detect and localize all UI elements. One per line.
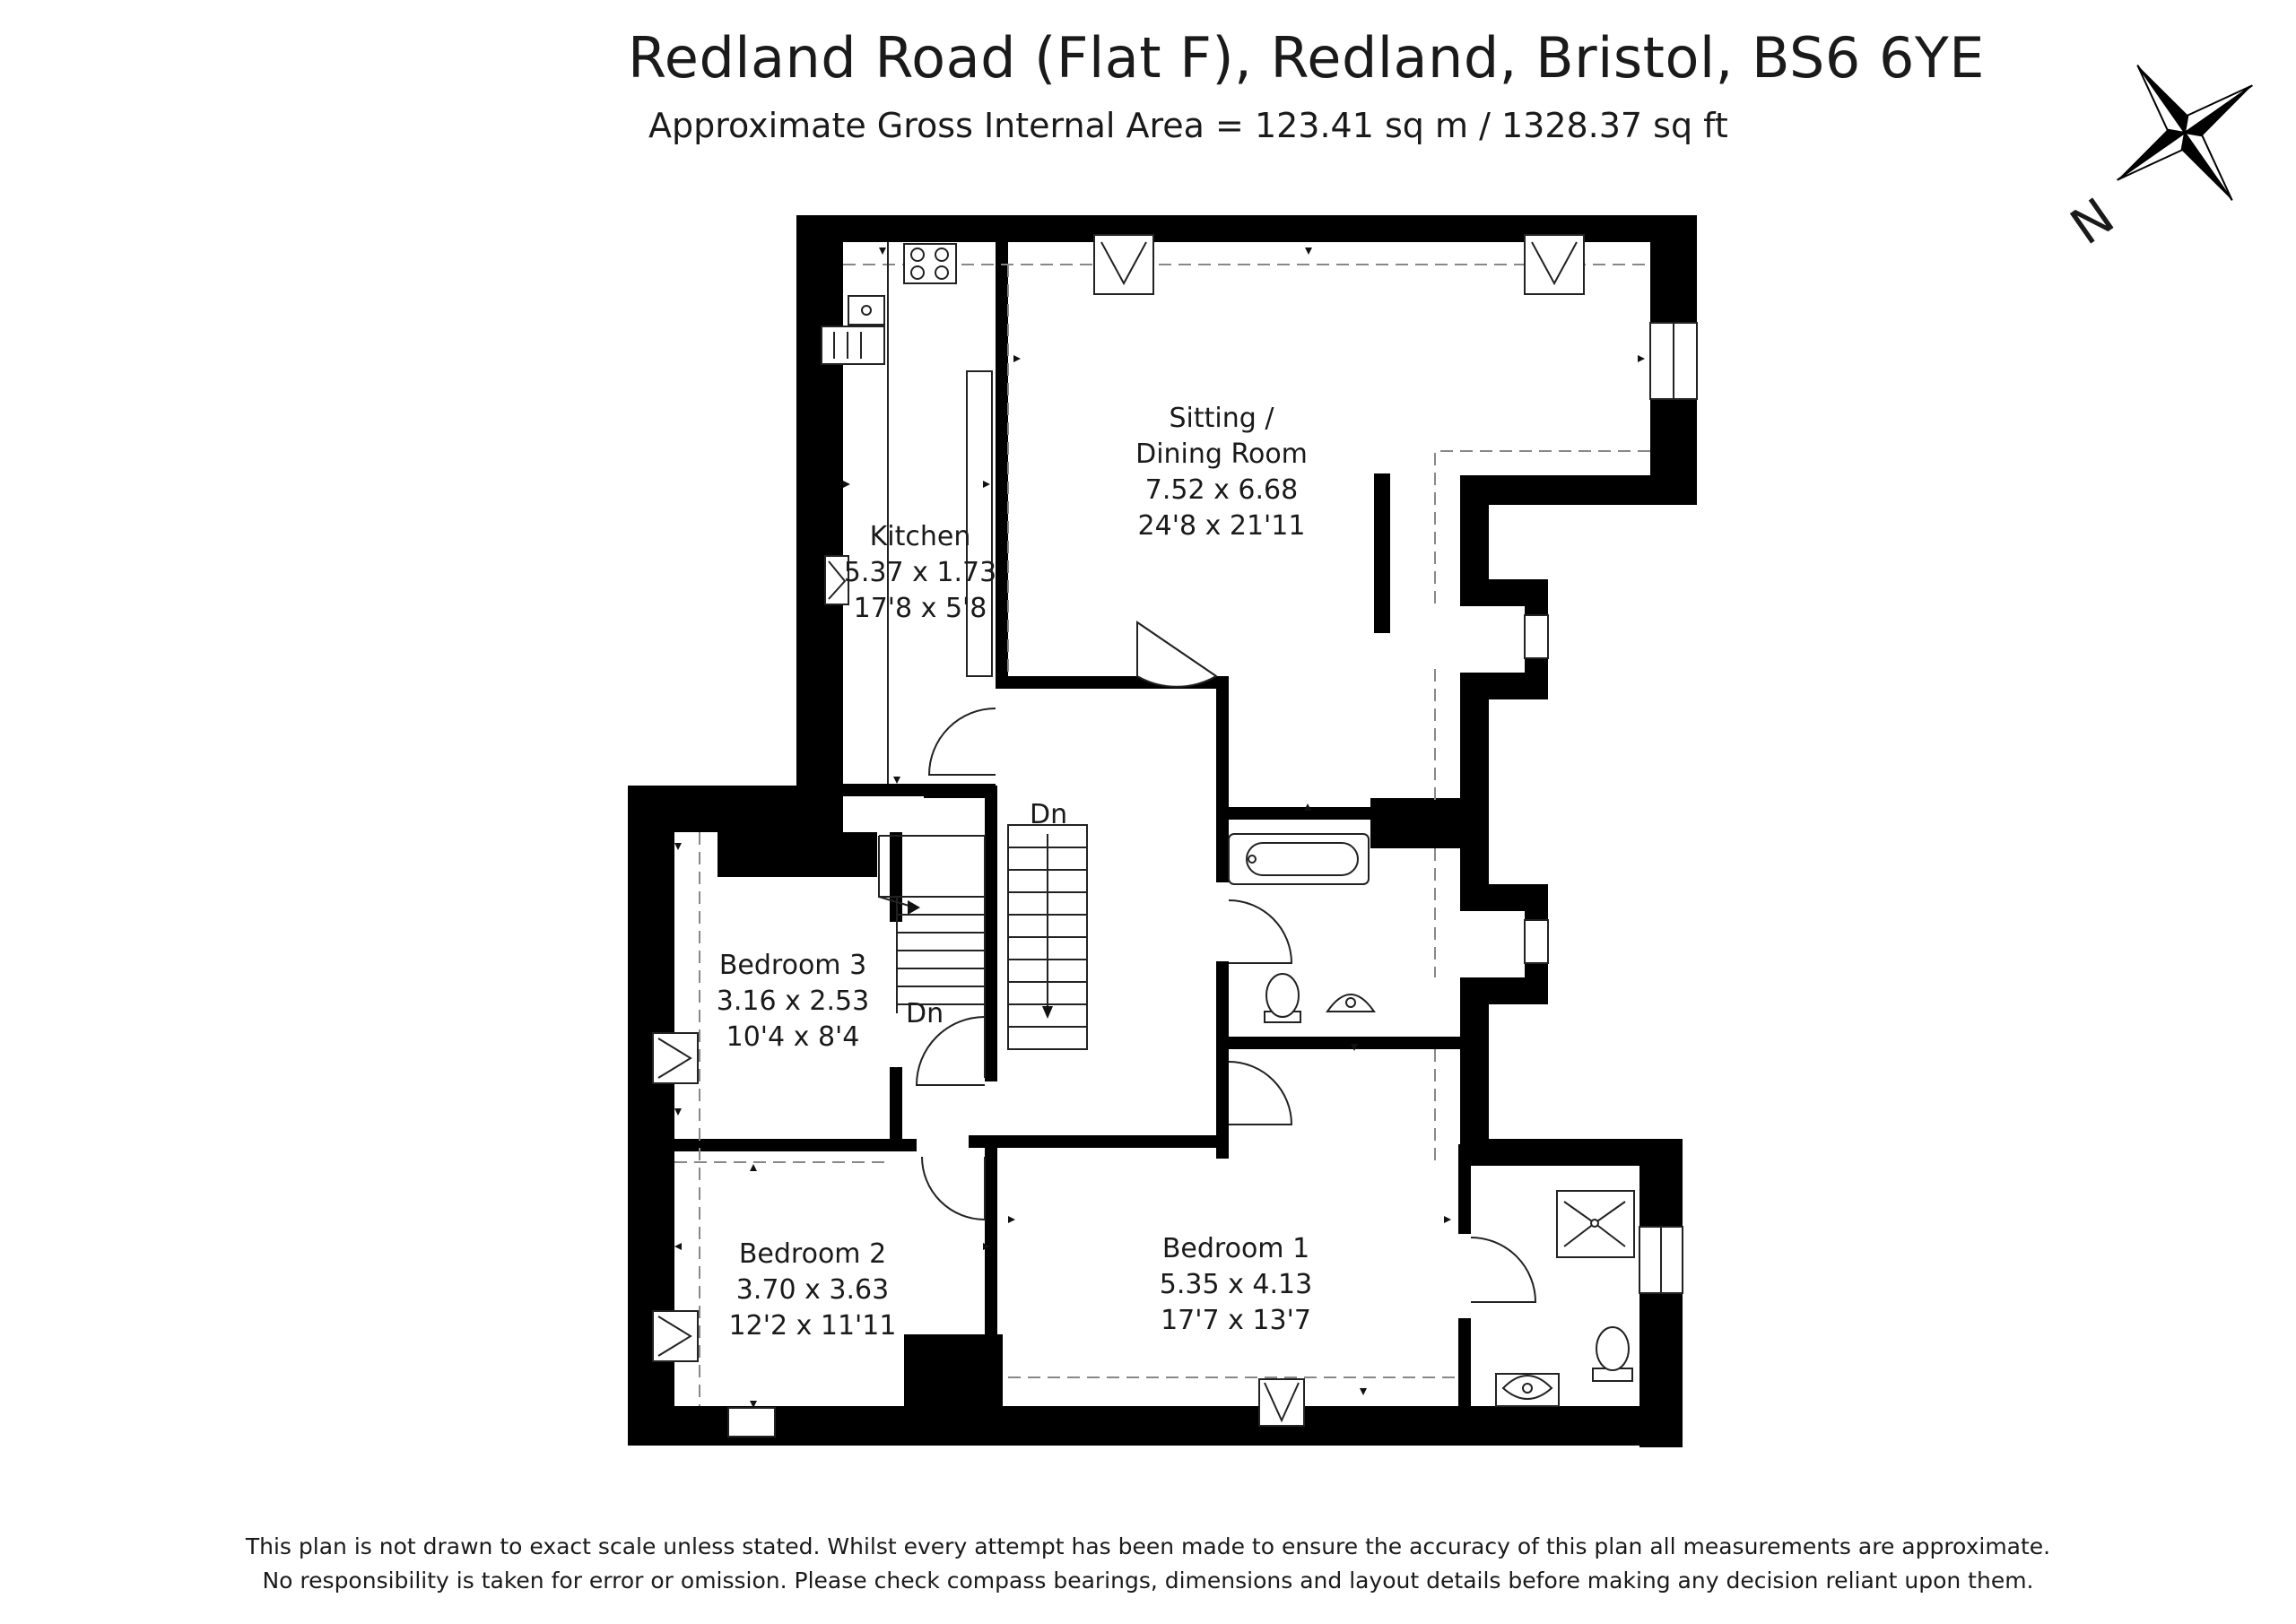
stairs-down-label: Dn (906, 998, 944, 1029)
svg-text:Bedroom 1: Bedroom 1 (1162, 1233, 1309, 1264)
svg-text:12'2 x 11'11: 12'2 x 11'11 (729, 1310, 897, 1342)
svg-text:24'8 x 21'11: 24'8 x 21'11 (1138, 510, 1306, 542)
svg-text:10'4 x 8'4: 10'4 x 8'4 (726, 1021, 860, 1053)
ceiling-arrows (674, 248, 1645, 1408)
room-label-kitchen: Kitchen 5.37 x 1.73 17'8 x 5'8 (844, 521, 996, 624)
svg-text:Kitchen: Kitchen (870, 521, 971, 552)
stairs-down-label: Dn (1030, 799, 1067, 830)
sink-icon (848, 295, 885, 326)
svg-text:7.52 x 6.68: 7.52 x 6.68 (1145, 474, 1298, 506)
room-label-bedroom-3: Bedroom 3 3.16 x 2.53 10'4 x 8'4 (717, 950, 869, 1053)
room-label-bedroom-1: Bedroom 1 5.35 x 4.13 17'7 x 13'7 (1160, 1233, 1312, 1336)
toilet-icon (1264, 973, 1301, 1023)
svg-text:5.37 x 1.73: 5.37 x 1.73 (844, 557, 996, 588)
room-label-bedroom-2: Bedroom 2 3.70 x 3.63 12'2 x 11'11 (729, 1238, 897, 1342)
disclaimer-line-2: No responsibility is taken for error or … (262, 1568, 2034, 1594)
svg-text:Bedroom 2: Bedroom 2 (739, 1238, 886, 1270)
toilet-icon (1592, 1326, 1633, 1382)
svg-text:17'8 x 5'8: 17'8 x 5'8 (854, 593, 987, 624)
svg-text:Sitting /: Sitting / (1170, 403, 1275, 434)
disclaimer-line-1: This plan is not drawn to exact scale un… (245, 1533, 2051, 1559)
skylight-icon (1524, 234, 1585, 295)
room-label-sitting-dining: Sitting / Dining Room 7.52 x 6.68 24'8 x… (1135, 403, 1308, 542)
svg-text:17'7 x 13'7: 17'7 x 13'7 (1161, 1305, 1311, 1336)
bathroom-fittings (1228, 833, 1635, 1407)
doors (915, 621, 1537, 1303)
svg-text:3.70 x 3.63: 3.70 x 3.63 (736, 1274, 889, 1306)
skylights (652, 234, 1585, 1427)
basin-icon (1495, 1373, 1560, 1407)
skylight-icon (652, 1310, 699, 1362)
drainer-icon (821, 326, 885, 365)
plan-title: Redland Road (Flat F), Redland, Bristol,… (628, 25, 1985, 91)
skylight-icon (1093, 234, 1154, 295)
basin-icon (1326, 994, 1376, 1012)
stairs (878, 824, 1088, 1078)
kitchen-fittings (821, 242, 993, 784)
ceiling-lines (674, 264, 1650, 1406)
compass-rose-icon (2117, 65, 2253, 201)
svg-text:3.16 x 2.53: 3.16 x 2.53 (717, 986, 869, 1017)
hob-icon (910, 248, 949, 280)
svg-text:5.35 x 4.13: 5.35 x 4.13 (1160, 1269, 1312, 1300)
windows (727, 322, 1698, 1437)
disclaimer: This plan is not drawn to exact scale un… (0, 1530, 2296, 1598)
compass-north-label: N (2060, 187, 2125, 256)
skylight-icon (652, 1032, 699, 1084)
shower-icon (1556, 1190, 1635, 1258)
svg-text:Dining Room: Dining Room (1135, 439, 1308, 470)
svg-text:Bedroom 3: Bedroom 3 (719, 950, 866, 981)
skylight-icon (824, 555, 849, 605)
skylight-icon (1258, 1378, 1305, 1427)
interior-walls (674, 240, 1471, 1408)
gross-area-subtitle: Approximate Gross Internal Area = 123.41… (648, 106, 1728, 145)
bath-icon (1228, 833, 1370, 885)
